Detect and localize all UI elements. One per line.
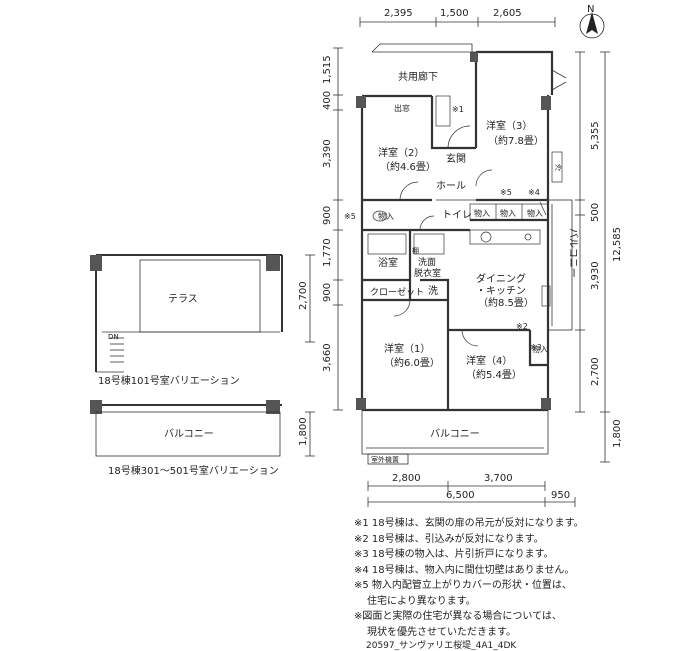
dim-bottom-4: 950 [551, 490, 570, 501]
dim-terrace: 2,700 [298, 281, 309, 310]
room-terrace: テラス [168, 293, 198, 305]
room-toilet: トイレ [442, 210, 472, 221]
room-genkan: 玄関 [446, 152, 466, 165]
note-5-cont: 住宅により異なります。 [367, 595, 476, 607]
room-corridor: 共用廊下 [398, 70, 438, 83]
north-arrow-icon [579, 12, 605, 39]
mark-1: ※1 [452, 105, 464, 114]
room-yoshitsu3-size: （約7.8畳） [488, 134, 544, 147]
room-yoshitsu3: 洋室（3） [486, 119, 532, 132]
dim-right-1: 5,355 [590, 121, 601, 150]
shelf-label: 冷 [555, 163, 562, 172]
room-storage-4: 物入 [527, 208, 543, 218]
dim-bottom-2: 3,700 [484, 473, 513, 484]
note-2: ※2 18号棟は、引込みが反対になります。 [354, 533, 544, 545]
mark-3: ※3 [530, 343, 542, 352]
variation-301-label: 18号棟301～501号室バリエーション [108, 464, 279, 477]
dim-left-3: 3,390 [322, 139, 333, 168]
room-closet: クローゼット [370, 286, 424, 298]
dim-top-1: 2,395 [384, 8, 413, 19]
dim-right-5: 12,585 [612, 227, 623, 262]
note-4: ※4 18号棟は、物入内に間仕切壁はありません。 [354, 564, 575, 576]
dim-right-2: 500 [590, 203, 601, 222]
room-yoshitsu2: 洋室（2） [378, 146, 424, 159]
note-6: ※図面と実際の住宅が異なる場合については、 [354, 611, 562, 622]
room-yoshitsu1: 洋室（1） [384, 342, 430, 355]
dim-right-6: 1,800 [612, 419, 623, 448]
outdoor-unit: 室外機置 [371, 455, 399, 464]
note-3: ※3 18号棟の物入は、片引折戸になります。 [354, 549, 554, 560]
dim-bottom-3: 6,500 [446, 490, 475, 501]
room-balcony-side: バルコニー [567, 228, 579, 278]
mark-2: ※2 [516, 322, 528, 331]
room-storage-2: 物入 [474, 208, 490, 218]
room-balcony: バルコニー [430, 428, 480, 440]
mark-5b: ※5 [344, 212, 356, 221]
mark-5a: ※5 [500, 188, 512, 197]
room-washroom-2: 脱衣室 [414, 267, 441, 279]
variation-101-label: 18号棟101号室バリエーション [98, 374, 240, 387]
room-storage-3: 物入 [500, 208, 516, 218]
dim-left-1: 1,515 [322, 55, 333, 84]
dim-bottom-1: 2,800 [392, 473, 421, 484]
note-6-cont: 現状を優先させていただきます。 [367, 626, 516, 638]
room-dining-size: （約8.5畳） [478, 296, 534, 309]
dim-left-6: 900 [322, 283, 333, 302]
room-bay-window: 出窓 [394, 103, 410, 113]
notes: ※1 18号棟は、玄関の扉の吊元が反対になります。 ※2 18号棟は、引込みが反… [354, 516, 694, 640]
dim-right-4: 2,700 [590, 357, 601, 386]
room-yoshitsu1-size: （約6.0畳） [384, 356, 440, 369]
dim-left-4: 900 [322, 206, 333, 225]
room-dining-2: ・キッチン [476, 285, 526, 297]
dim-left-2: 400 [322, 91, 333, 110]
dim-left-5: 1,770 [322, 238, 333, 267]
room-storage-1: 物入 [378, 211, 394, 221]
mark-4: ※4 [528, 188, 540, 197]
shelf-label-2: 棚 [412, 246, 419, 255]
room-bath: 浴室 [378, 256, 398, 269]
dim-right-3: 3,930 [590, 261, 601, 290]
dim-balcony-var: 1,800 [298, 417, 309, 446]
dim-top-3: 2,605 [493, 8, 522, 19]
dim-top-2: 1,500 [440, 8, 469, 19]
room-wash: 洗 [428, 285, 438, 297]
note-1: ※1 18号棟は、玄関の扉の吊元が反対になります。 [354, 518, 584, 529]
room-hall: ホール [436, 180, 466, 192]
room-yoshitsu4: 洋室（4） [466, 354, 512, 367]
note-5: ※5 物入内配管立上がりカバーの形状・位置は、 [354, 580, 572, 591]
room-washroom-1: 洗面 [418, 256, 436, 268]
room-storage-5: 物入 [532, 344, 548, 354]
room-dining-1: ダイニング [476, 272, 526, 285]
room-yoshitsu4-size: （約5.4畳） [466, 368, 522, 381]
north-label: N [587, 4, 594, 15]
room-yoshitsu2-size: （約4.6畳） [380, 160, 436, 173]
plan-code: 20597_サンヴァリエ桜堤_4A1_4DK [366, 641, 517, 651]
room-balcony-variation: バルコニー [164, 428, 214, 440]
stair-dn: DN [108, 333, 119, 341]
dim-left-7: 3,660 [322, 343, 333, 372]
